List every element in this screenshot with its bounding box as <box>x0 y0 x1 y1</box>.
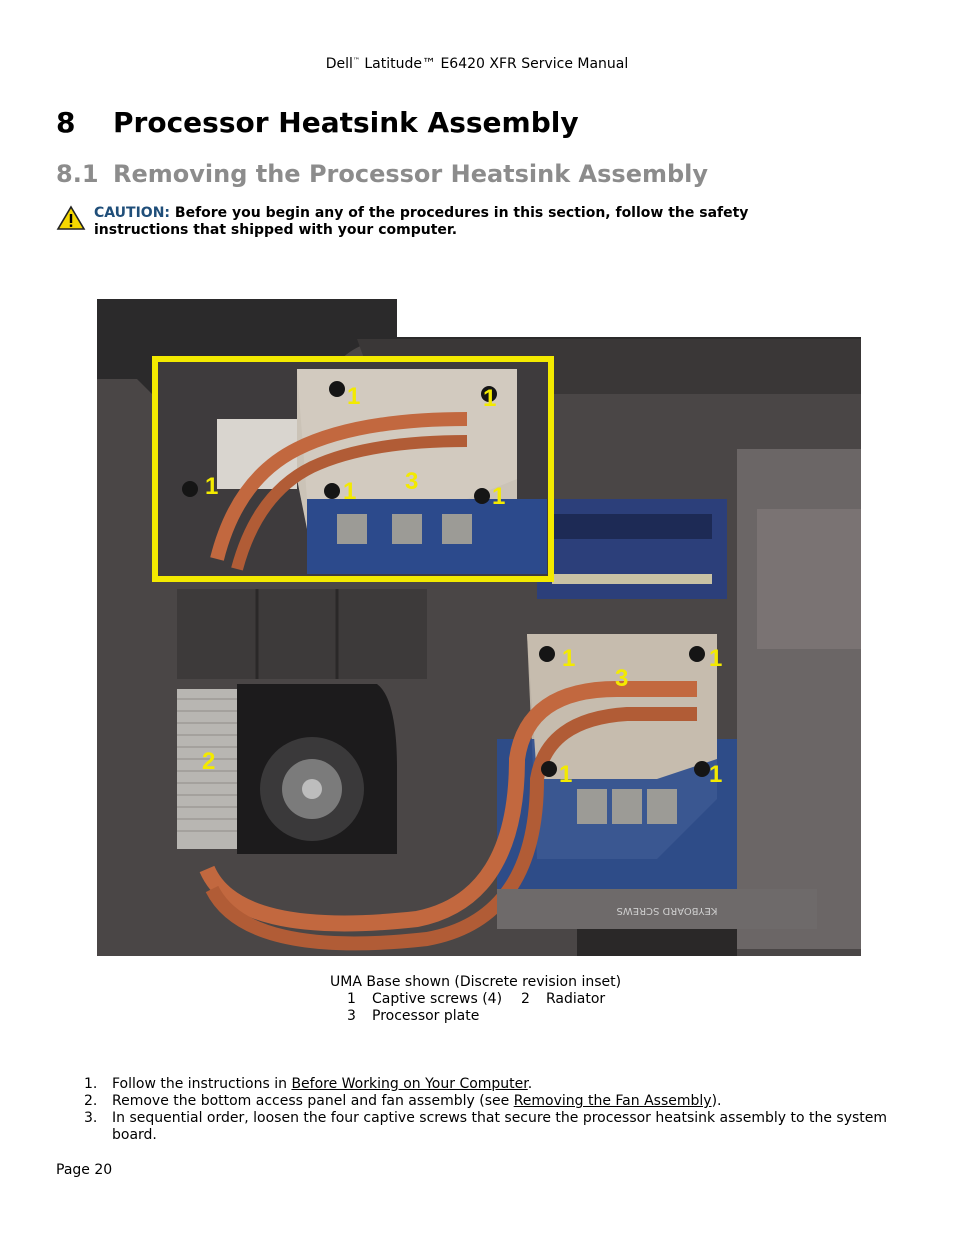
legend-row: 1 Captive screws (4) 2 Radiator <box>347 991 621 1008</box>
figure-caption: UMA Base shown (Discrete revision inset)… <box>330 974 621 1025</box>
header-brand: Dell <box>325 56 353 72</box>
step-number: 1. <box>84 1076 98 1092</box>
callout-1: 1 <box>709 761 722 788</box>
heatsink-photo: KEYBOARD SCREWS 1 1 1 3 1 1 1 3 <box>97 299 861 956</box>
caution-notice: CAUTION: Before you begin any of the pro… <box>56 205 776 239</box>
section-title: Removing the Processor Heatsink Assembly <box>113 160 709 188</box>
callout-1: 1 <box>562 645 575 672</box>
chapter-number: 8 <box>56 106 76 139</box>
step-number: 2. <box>84 1093 98 1109</box>
legend-num: 1 <box>347 991 356 1007</box>
callout-3: 3 <box>615 665 628 692</box>
procedure-steps: 1. Follow the instructions in Before Wor… <box>84 1076 904 1144</box>
chapter-title: Processor Heatsink Assembly <box>113 106 579 139</box>
running-header: Dell™ Latitude™ E6420 XFR Service Manual <box>0 56 954 72</box>
step-number: 3. <box>84 1110 98 1126</box>
step-text-after: . <box>527 1076 533 1092</box>
callout-1: 1 <box>709 645 722 672</box>
section-number: 8.1 <box>56 160 99 188</box>
removing-fan-assembly-link[interactable]: Removing the Fan Assembly <box>513 1093 712 1109</box>
list-item: 2. Remove the bottom access panel and fa… <box>84 1093 904 1110</box>
heatsink-illustration: KEYBOARD SCREWS 1 1 1 3 1 1 1 3 <box>97 299 861 956</box>
header-title: Latitude™ E6420 XFR Service Manual <box>359 56 629 72</box>
caution-text: Before you begin any of the procedures i… <box>94 205 749 238</box>
list-item: 3. In sequential order, loosen the four … <box>84 1110 904 1144</box>
keyboard-screws-label: KEYBOARD SCREWS <box>617 905 718 916</box>
callout-1: 1 <box>492 483 505 510</box>
warning-triangle-icon <box>56 205 86 230</box>
list-item: 1. Follow the instructions in Before Wor… <box>84 1076 904 1093</box>
callout-1: 1 <box>205 473 218 500</box>
caption-title: UMA Base shown (Discrete revision inset) <box>330 974 622 990</box>
step-text-before: Follow the instructions in <box>112 1076 292 1092</box>
legend-num: 2 <box>521 991 530 1007</box>
legend-label: Processor plate <box>372 1008 480 1024</box>
step-text: Remove the bottom access panel and fan a… <box>112 1093 721 1110</box>
callout-3: 3 <box>405 468 418 495</box>
callout-1: 1 <box>347 383 360 410</box>
legend-num: 3 <box>347 1008 356 1024</box>
header-tm: ™ <box>352 56 360 65</box>
before-working-link[interactable]: Before Working on Your Computer <box>291 1076 528 1092</box>
figure-legend: 1 Captive screws (4) 2 Radiator 3 Proces… <box>347 991 621 1025</box>
caution-label: CAUTION: <box>94 205 171 221</box>
callout-1: 1 <box>343 478 356 505</box>
step-text-before: Remove the bottom access panel and fan a… <box>112 1093 514 1109</box>
legend-label: Radiator <box>546 991 606 1007</box>
step-text: In sequential order, loosen the four cap… <box>112 1110 888 1143</box>
chapter-heading: 8 Processor Heatsink Assembly <box>56 106 579 139</box>
callout-2: 2 <box>202 748 215 775</box>
page-number: Page 20 <box>56 1162 113 1178</box>
legend-label: Captive screws (4) <box>372 991 503 1007</box>
step-text-after: ). <box>711 1093 722 1109</box>
callout-1: 1 <box>559 761 572 788</box>
step-text: Follow the instructions in Before Workin… <box>112 1076 532 1093</box>
section-heading: 8.1 Removing the Processor Heatsink Asse… <box>56 160 708 188</box>
legend-row: 3 Processor plate <box>347 1008 621 1025</box>
callout-1: 1 <box>483 385 496 412</box>
